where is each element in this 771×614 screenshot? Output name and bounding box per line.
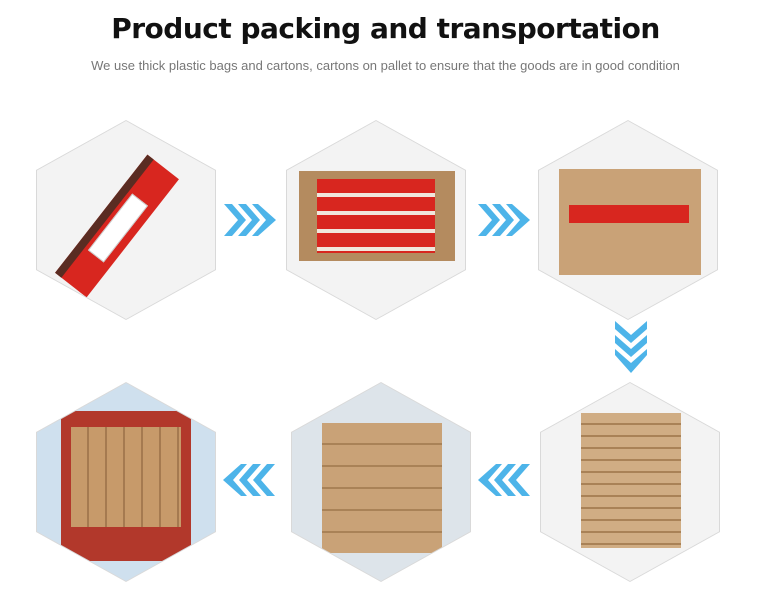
arrow-left-icon bbox=[476, 460, 530, 500]
step-3-hexagon bbox=[538, 120, 718, 320]
sealed-carton-image bbox=[559, 169, 701, 275]
page-subtitle: We use thick plastic bags and cartons, c… bbox=[91, 58, 680, 73]
cartons-on-pallet-image bbox=[322, 423, 442, 553]
step-1-hexagon bbox=[36, 120, 216, 320]
arrow-down-icon bbox=[611, 321, 651, 375]
step-6-hexagon bbox=[36, 382, 216, 582]
arrow-right-icon bbox=[478, 200, 532, 240]
container-loading-image bbox=[61, 411, 191, 561]
step-5-hexagon bbox=[291, 382, 471, 582]
stacked-cartons-image bbox=[581, 413, 681, 548]
arrow-left-icon bbox=[221, 460, 275, 500]
product-in-plastic-bag-image bbox=[55, 154, 179, 298]
step-2-hexagon bbox=[286, 120, 466, 320]
arrow-right-icon bbox=[224, 200, 278, 240]
step-4-hexagon bbox=[540, 382, 720, 582]
page-title: Product packing and transportation bbox=[111, 12, 660, 45]
products-in-carton-image bbox=[299, 171, 455, 261]
